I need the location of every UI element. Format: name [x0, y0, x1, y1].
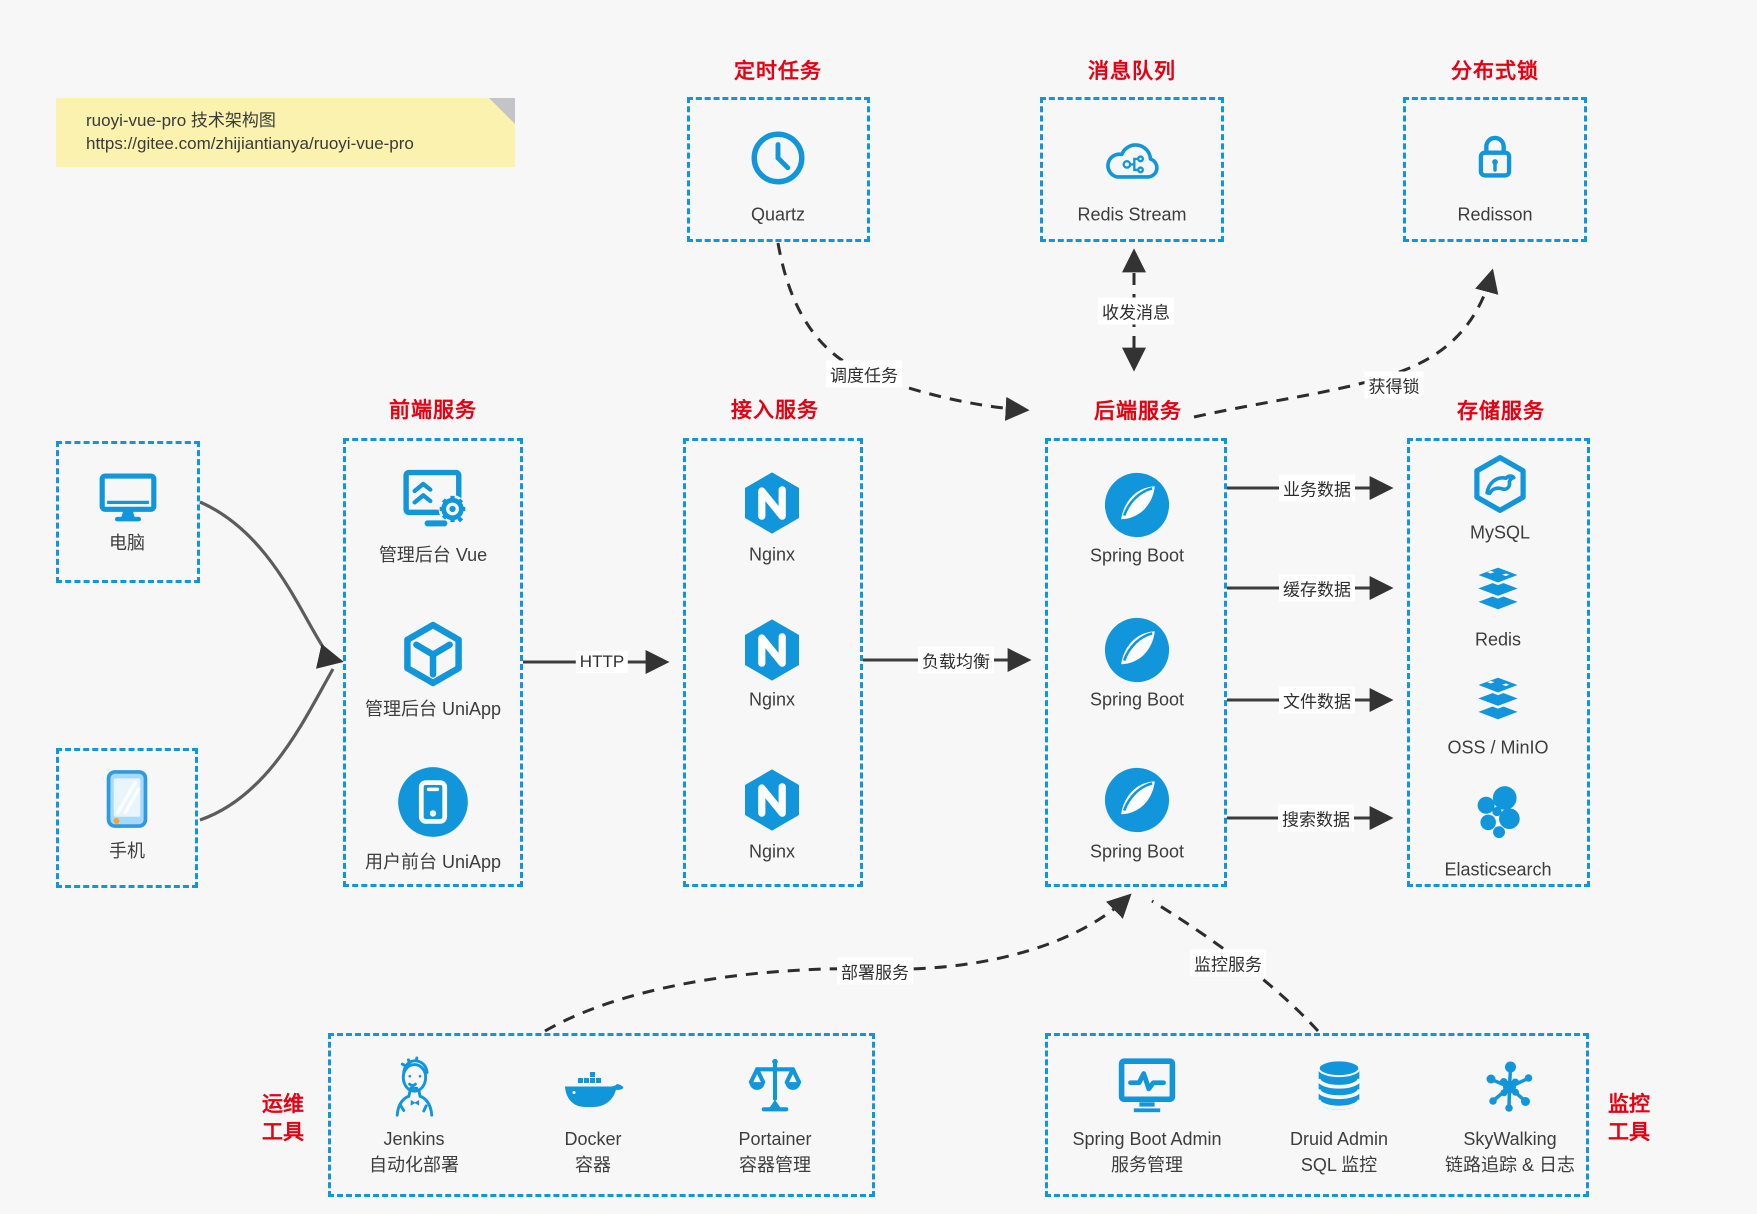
edge-label-load-balance: 负载均衡: [918, 646, 994, 674]
mobile-icon: [102, 767, 152, 831]
box-redisson: [1403, 97, 1587, 242]
node-label-admin-vue: 管理后台 Vue: [378, 545, 488, 565]
note-url[interactable]: https://gitee.com/zhijiantianya/ruoyi-vu…: [86, 134, 414, 153]
node-label-user-uniapp: 用户前台 UniApp: [364, 852, 502, 872]
edge-label-deploy: 部署服务: [837, 957, 913, 985]
edge-label-file-data: 文件数据: [1279, 686, 1355, 714]
user-app-icon: [395, 764, 471, 840]
title-backend-services: 后端服务: [1094, 400, 1182, 423]
nginx-icon: [736, 467, 808, 539]
title-gateway-services: 接入服务: [731, 399, 819, 422]
spring-boot-icon: [1102, 470, 1172, 540]
admin-vue-icon: [399, 464, 473, 538]
edge-get-lock: [1193, 268, 1499, 419]
edge-label-business-data: 业务数据: [1279, 474, 1355, 502]
lock-icon: [1469, 129, 1521, 186]
title-distributed-lock: 分布式锁: [1451, 60, 1539, 83]
cloud-message-icon: [1098, 136, 1166, 187]
sticky-note: ruoyi-vue-pro 技术架构图 https://gitee.com/zh…: [56, 98, 515, 167]
title-message-queue: 消息队列: [1088, 60, 1176, 83]
node-label-elasticsearch: Elasticsearch: [1444, 859, 1552, 880]
node-label-redis-stream: Redis Stream: [1077, 204, 1187, 225]
edge-label-monitor: 监控服务: [1190, 949, 1266, 977]
node-label-redis: Redis: [1474, 629, 1522, 650]
node-label-oss-minio: OSS / MinIO: [1447, 737, 1549, 758]
redis-icon: [1466, 559, 1530, 621]
node-label-quartz: Quartz: [750, 204, 806, 225]
box-frontend-services: [343, 438, 523, 887]
edge-label-http: HTTP: [575, 651, 629, 673]
edge-schedule-task: [776, 242, 1030, 421]
title-frontend-services: 前端服务: [389, 399, 477, 422]
note-title: ruoyi-vue-pro 技术架构图: [86, 111, 276, 130]
portainer-icon: [744, 1054, 806, 1118]
node-label-jenkins: Jenkins 自动化部署: [369, 1129, 459, 1175]
title-ops-tools: 运维 工具: [262, 1093, 304, 1144]
node-label-docker: Docker 容器: [564, 1129, 622, 1175]
oss-minio-icon: [1466, 669, 1530, 731]
mysql-icon: [1467, 451, 1533, 517]
node-label-spring-boot-3: Spring Boot: [1089, 841, 1185, 862]
druid-database-icon: [1311, 1055, 1367, 1116]
box-gateway-services: [683, 438, 863, 887]
nginx-icon: [736, 614, 808, 686]
node-label-mobile: 手机: [109, 841, 145, 861]
title-storage-services: 存储服务: [1457, 400, 1545, 423]
node-label-mysql: MySQL: [1469, 522, 1531, 543]
edge-label-get-lock: 获得锁: [1364, 371, 1424, 399]
node-label-spring-boot-admin: Spring Boot Admin 服务管理: [1072, 1129, 1222, 1175]
jenkins-icon: [386, 1053, 442, 1119]
box-monitor-tools: [1045, 1033, 1589, 1197]
node-label-skywalking: SkyWalking 链路追踪 & 日志: [1444, 1129, 1576, 1175]
skywalking-icon: [1480, 1055, 1540, 1115]
node-label-spring-boot-2: Spring Boot: [1089, 689, 1185, 710]
box-redis-stream: [1040, 97, 1224, 242]
spring-boot-icon: [1102, 765, 1172, 835]
box-backend-services: [1045, 438, 1227, 887]
nginx-icon: [736, 764, 808, 836]
box-ops-tools: [328, 1033, 875, 1197]
node-label-nginx-3: Nginx: [748, 841, 796, 862]
edge-label-search-data: 搜索数据: [1278, 804, 1354, 832]
node-label-nginx-2: Nginx: [748, 689, 796, 710]
box-storage-services: [1407, 438, 1590, 887]
edge-phone-to-frontend: [199, 668, 335, 822]
spring-boot-icon: [1102, 615, 1172, 685]
box-quartz: [687, 97, 870, 242]
edge-label-schedule: 调度任务: [826, 360, 902, 388]
edge-label-cache-data: 缓存数据: [1279, 574, 1355, 602]
desktop-icon: [96, 468, 160, 527]
node-label-pc: 电脑: [109, 533, 145, 553]
uniapp-cube-icon: [396, 617, 470, 691]
box-pc-client: [56, 441, 200, 583]
node-label-redisson: Redisson: [1457, 204, 1533, 225]
edge-label-messages: 收发消息: [1098, 297, 1174, 325]
clock-icon: [747, 127, 809, 189]
node-label-portainer: Portainer 容器管理: [738, 1129, 812, 1175]
title-scheduled-tasks: 定时任务: [734, 60, 822, 83]
spring-boot-admin-icon: [1114, 1054, 1180, 1115]
edge-pc-to-frontend: [199, 500, 344, 669]
elasticsearch-icon: [1467, 781, 1529, 843]
docker-icon: [558, 1060, 628, 1115]
title-monitor-tools: 监控 工具: [1608, 1093, 1650, 1144]
box-mobile-client: [56, 748, 198, 888]
node-label-nginx-1: Nginx: [748, 544, 796, 565]
node-label-druid-admin: Druid Admin SQL 监控: [1289, 1129, 1389, 1175]
node-label-admin-uniapp: 管理后台 UniApp: [364, 699, 502, 719]
node-label-spring-boot-1: Spring Boot: [1089, 545, 1185, 566]
